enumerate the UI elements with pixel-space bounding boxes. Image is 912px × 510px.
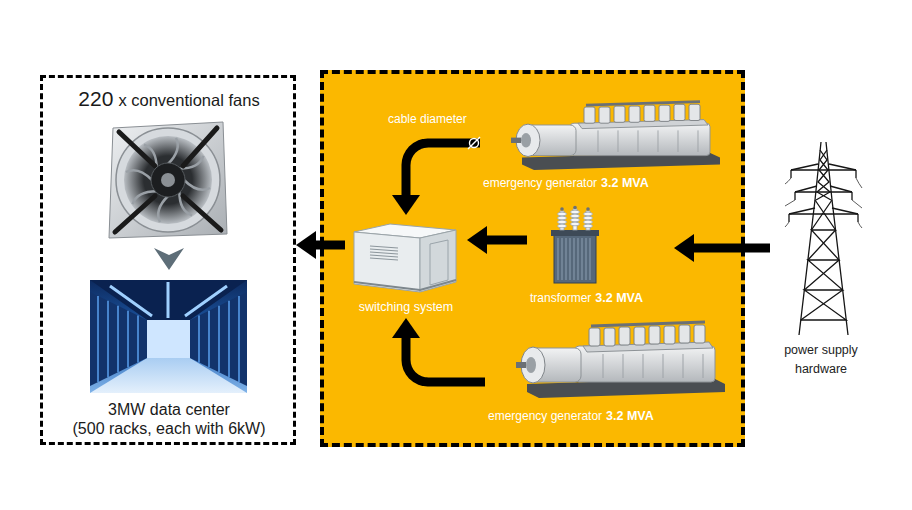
switching-system: switching system: [345, 215, 467, 318]
node-label: 3.2 MVA: [601, 176, 649, 190]
data-center: 3MW data center (500 racks, each with 6k…: [55, 272, 283, 442]
node-label: transformer: [530, 291, 591, 305]
transformer-illustration: [548, 205, 602, 285]
label-group: emergency generator 3.2 MVA: [483, 173, 730, 191]
label-group: 220 x conventional fans: [68, 86, 270, 112]
generator-illustration: [508, 98, 722, 170]
node-label: switching system: [359, 300, 453, 314]
label-group: 3MW data center (500 racks, each with 6k…: [55, 400, 283, 438]
edge-label: cable diameter: [388, 112, 467, 126]
dashed-group-box: 220 x conventional fans 3MW data center (…: [40, 75, 296, 445]
power-region: emergency generator 3.2 MVA switching sys…: [320, 70, 745, 447]
node-label: 3.2 MVA: [606, 409, 654, 423]
node-label: 3MW data center (500 racks, each with 6k…: [73, 401, 266, 437]
generator-illustration: [513, 318, 727, 398]
generator: emergency generator 3.2 MVA: [480, 95, 730, 200]
label-group: transformer 3.2 MVA: [530, 288, 674, 306]
label-group: power supply hardware: [770, 340, 872, 378]
node-label: emergency generator: [488, 409, 602, 423]
node-label: power supply hardware: [784, 343, 858, 376]
data-center-illustration: [90, 280, 247, 393]
transformer: transformer 3.2 MVA: [527, 200, 674, 309]
power-pylon-illustration: [785, 140, 862, 335]
switching-cabinet-illustration: [350, 220, 458, 292]
label-group: emergency generator 3.2 MVA: [488, 406, 732, 424]
fan-illustration: [105, 118, 232, 242]
generator: emergency generator 3.2 MVA: [485, 310, 732, 427]
label-group: switching system: [345, 297, 467, 315]
node-label: 3.2 MVA: [595, 291, 643, 305]
power-pylon: power supply hardware: [770, 135, 872, 381]
node-label: 220: [78, 87, 113, 110]
node-label: emergency generator: [483, 176, 597, 190]
node-label: x conventional fans: [118, 91, 259, 109]
fan-unit: 220 x conventional fans: [68, 86, 270, 246]
